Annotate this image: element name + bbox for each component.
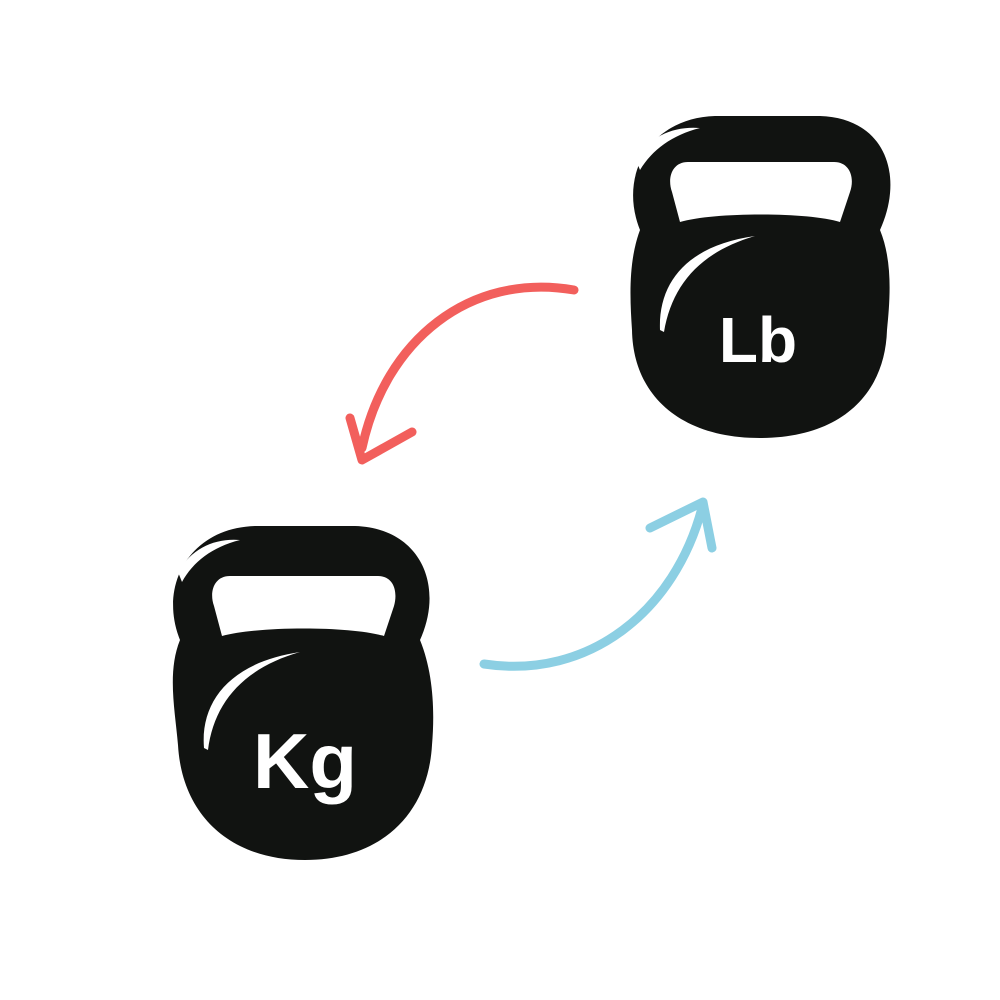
kg-kettlebell-icon: Kg <box>172 526 434 860</box>
kg-label: Kg <box>253 717 357 805</box>
lb-kettlebell-icon: Lb <box>630 116 891 438</box>
lb-label: Lb <box>719 304 797 376</box>
lb-to-kg-arrow-icon <box>345 282 579 465</box>
kg-to-lb-arrow-icon <box>479 497 717 671</box>
